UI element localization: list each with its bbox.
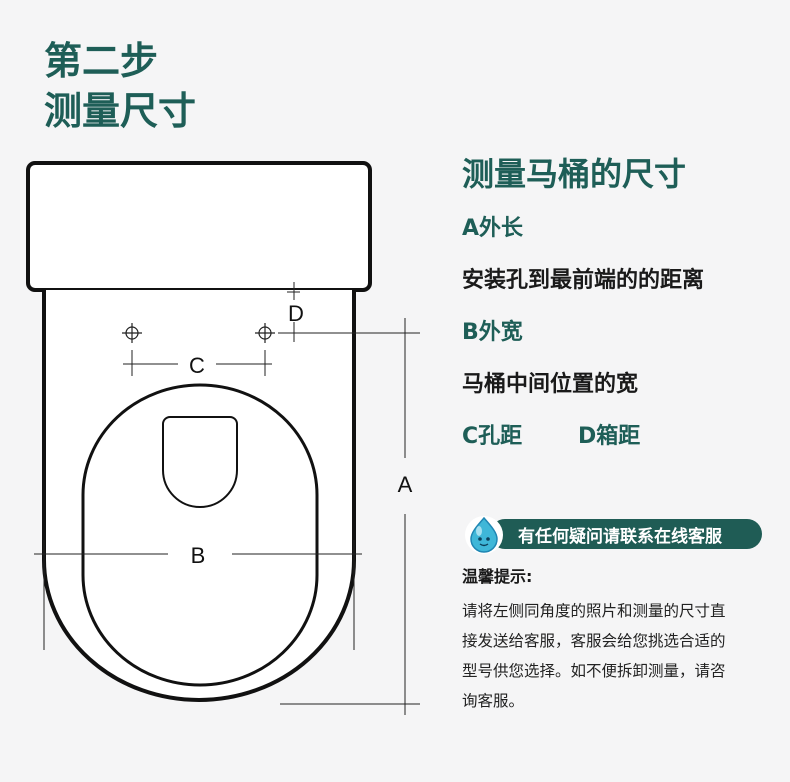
water-drop-face-icon — [465, 516, 503, 554]
toilet-seat-ring — [81, 383, 319, 687]
toilet-inner-shield — [162, 416, 238, 508]
step-title-line2: 测量尺寸 — [44, 89, 197, 133]
tips-line: 询客服。 — [462, 692, 525, 710]
dimension-a-label: A — [398, 472, 413, 497]
dimension-b-description: 马桶中间位置的宽 — [462, 372, 639, 397]
dimension-c-label: C — [189, 353, 205, 378]
dimension-c-line — [123, 350, 272, 376]
measure-title: 测量马桶的尺寸 — [462, 155, 687, 193]
tips-body: 请将左侧同角度的照片和测量的尺寸直 接发送给客服，客服会给您挑选合适的 型号供您… — [462, 596, 774, 716]
dimension-d-line — [278, 282, 420, 342]
dimension-b-title: B外宽 — [462, 320, 523, 345]
dimension-c-title: C孔距 — [462, 424, 523, 449]
dimension-d-label: D — [288, 301, 304, 326]
toilet-diagram: C D A B — [26, 161, 420, 715]
toilet-tank — [26, 161, 372, 292]
tips-line: 请将左侧同角度的照片和测量的尺寸直 — [462, 602, 726, 620]
tips-line: 型号供您选择。如不便拆卸测量，请咨 — [462, 662, 726, 680]
tips-title: 温馨提示: — [462, 567, 533, 586]
step-title-line1: 第二步 — [44, 39, 159, 83]
contact-service-button[interactable]: 有任何疑问请联系在线客服 — [490, 519, 762, 549]
dimension-b-line — [34, 540, 362, 650]
dimension-a-description: 安装孔到最前端的的距离 — [462, 268, 705, 293]
dimension-a-title: A外长 — [462, 216, 524, 241]
tips-line: 接发送给客服，客服会给您挑选合适的 — [462, 632, 726, 650]
contact-service-label: 有任何疑问请联系在线客服 — [518, 526, 722, 547]
mounting-hole-right — [255, 323, 275, 343]
dimension-b-label: B — [191, 543, 206, 568]
dimension-d-title: D箱距 — [578, 424, 641, 449]
mounting-hole-left — [122, 323, 142, 343]
dimension-a-line — [280, 318, 420, 715]
